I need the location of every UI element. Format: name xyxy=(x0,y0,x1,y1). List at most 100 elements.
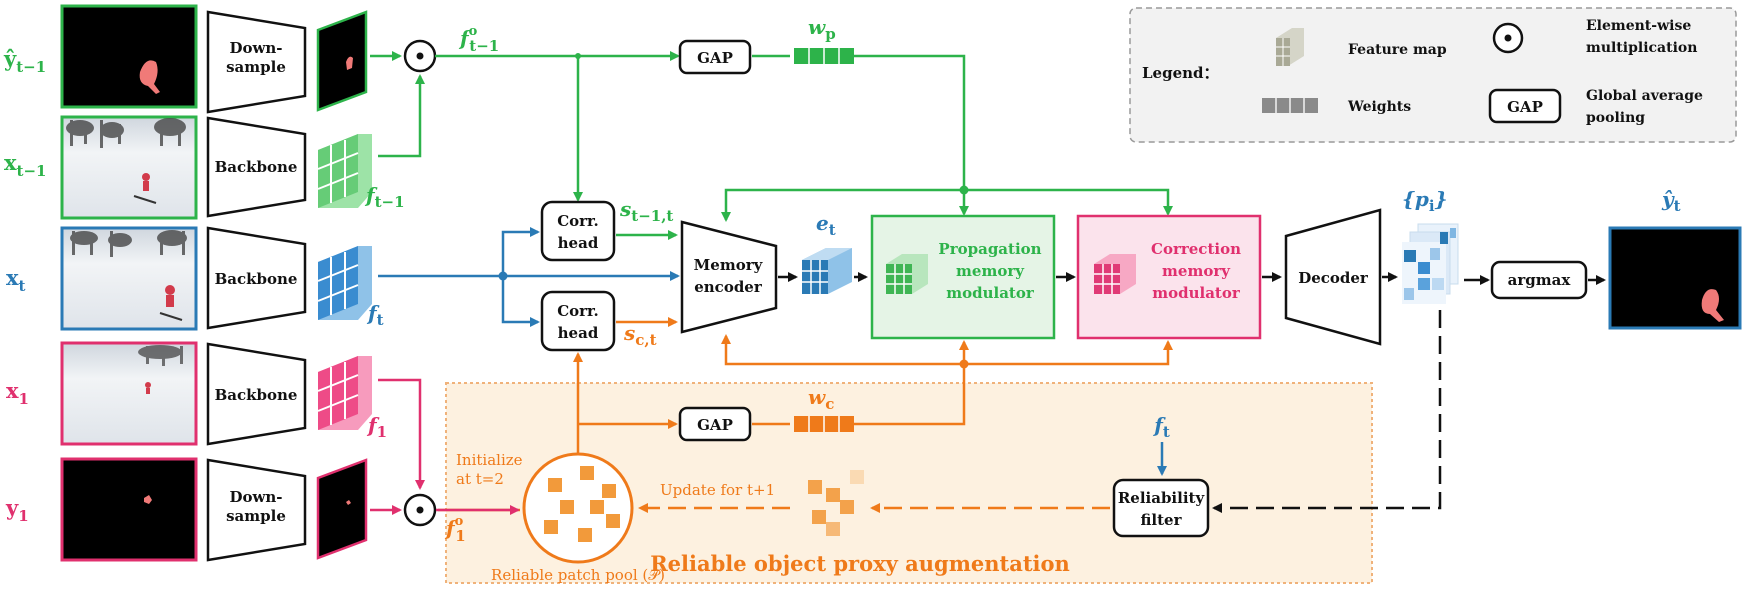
junction-blue xyxy=(498,271,508,281)
svg-text:argmax: argmax xyxy=(1508,271,1572,289)
svg-text:Corr.: Corr. xyxy=(557,302,599,320)
legend-gap-icon: GAP xyxy=(1488,88,1562,124)
pink-paths xyxy=(370,378,520,515)
svg-text:head: head xyxy=(558,234,599,252)
legend-gap-desc-1: Global average xyxy=(1586,88,1703,104)
svg-text:Down-: Down- xyxy=(229,488,282,506)
svg-text:head: head xyxy=(558,324,599,342)
junction-green xyxy=(959,185,969,195)
legend-feature-map-label: Feature map xyxy=(1348,42,1447,58)
text-initialize: Initialize xyxy=(456,451,523,469)
backbone-block-2: Backbone xyxy=(206,226,307,330)
label-x-prev: xt−1 xyxy=(4,150,46,180)
multiply-node-2 xyxy=(403,493,437,527)
label-x-t: xt xyxy=(6,265,26,295)
legend-weights-label: Weights xyxy=(1347,99,1411,115)
sym-y-hat-t: ŷt xyxy=(1661,187,1681,215)
sym-f-t-right: ft xyxy=(1152,413,1170,441)
probability-maps xyxy=(1402,223,1459,304)
gap-block-2: GAP xyxy=(678,406,752,442)
decoder: Decoder xyxy=(1284,208,1382,346)
feature-map-blue xyxy=(317,246,372,320)
svg-text:modulator: modulator xyxy=(1152,284,1241,302)
feature-map-green xyxy=(317,134,372,208)
legend: Legend： Feature map Weights Element-wise… xyxy=(1129,7,1737,143)
feature-map-pink xyxy=(317,356,372,430)
svg-text:Down-: Down- xyxy=(229,39,282,57)
frame-x-t xyxy=(60,226,198,331)
svg-text:encoder: encoder xyxy=(694,278,763,296)
sym-w-p: wp xyxy=(808,15,836,43)
reliable-patch-pool xyxy=(522,452,634,564)
label-x-1: x1 xyxy=(6,378,29,408)
frame-x-1 xyxy=(60,341,198,446)
legend-gap-desc-2: pooling xyxy=(1586,110,1645,126)
svg-text:Decoder: Decoder xyxy=(1298,269,1369,287)
svg-text:Backbone: Backbone xyxy=(215,386,298,404)
argmax-block: argmax xyxy=(1490,260,1588,300)
junction-orange xyxy=(959,359,969,369)
label-y-1: y1 xyxy=(5,495,29,525)
multiply-node-1 xyxy=(403,39,437,73)
selected-patches xyxy=(808,470,864,536)
weights-green xyxy=(794,48,854,64)
sym-s-c: sc,t xyxy=(623,321,657,349)
svg-text:sample: sample xyxy=(226,507,286,525)
svg-text:GAP: GAP xyxy=(697,49,733,67)
junction-green-2 xyxy=(575,53,581,59)
text-pool: Reliable patch pool (𝒫) xyxy=(491,566,665,584)
green-paths xyxy=(370,51,1173,240)
downsample-block-1: Down- sample xyxy=(206,10,307,114)
memory-encoder: Memory encoder xyxy=(680,220,778,334)
backbone-block-3: Backbone xyxy=(206,342,307,446)
downsample-block-2: Down- sample xyxy=(206,458,307,562)
roa-title: Reliable object proxy augmentation xyxy=(650,551,1070,576)
frame-y-1 xyxy=(60,457,198,562)
mask-small-2 xyxy=(316,458,368,560)
sym-s-prev: st−1,t xyxy=(619,197,673,225)
svg-text:Corr.: Corr. xyxy=(557,212,599,230)
svg-text:Correction: Correction xyxy=(1151,240,1241,258)
svg-text:Backbone: Backbone xyxy=(215,270,298,288)
arrow-p-filter xyxy=(1212,310,1442,513)
svg-text:GAP: GAP xyxy=(1507,98,1543,116)
blue-paths xyxy=(378,227,680,327)
svg-text:memory: memory xyxy=(1162,262,1231,280)
backbone-block-1: Backbone xyxy=(206,116,307,218)
text-update: Update for t+1 xyxy=(660,481,775,499)
sym-f-t: ft xyxy=(366,301,384,329)
legend-multiply-icon xyxy=(1492,22,1524,54)
corr-head-2: Corr. head xyxy=(540,290,616,352)
legend-weights-icon xyxy=(1262,98,1318,113)
svg-text:GAP: GAP xyxy=(697,416,733,434)
svg-text:filter: filter xyxy=(1141,511,1183,529)
frame-x-prev xyxy=(60,115,198,220)
reliability-filter: Reliability filter xyxy=(1112,478,1210,538)
mask-small-1 xyxy=(316,10,368,112)
sym-f-1: f1 xyxy=(366,413,387,441)
sym-e-t: et xyxy=(816,211,836,239)
corr-head-1: Corr. head xyxy=(540,200,616,262)
correction-memory-modulator: Correction memory modulator xyxy=(1076,214,1262,340)
svg-text:Backbone: Backbone xyxy=(215,158,298,176)
svg-text:modulator: modulator xyxy=(946,284,1035,302)
legend-elementwise-1: Element-wise xyxy=(1586,18,1691,34)
svg-text:Propagation: Propagation xyxy=(938,240,1041,258)
svg-text:Memory: Memory xyxy=(694,256,764,274)
embedding-cube xyxy=(802,248,852,294)
gap-block-1: GAP xyxy=(678,39,752,75)
propagation-memory-modulator: Propagation memory modulator xyxy=(870,214,1056,340)
svg-text:sample: sample xyxy=(226,58,286,76)
svg-text:memory: memory xyxy=(956,262,1025,280)
label-y-prev: ŷt−1 xyxy=(3,46,46,76)
legend-title: Legend： xyxy=(1142,64,1219,82)
legend-feature-map-icon xyxy=(1276,28,1304,66)
frame-y-hat-t xyxy=(1608,226,1742,330)
sym-f-prev: ft−1 xyxy=(364,183,405,211)
sym-p-i: {pi} xyxy=(1402,187,1447,215)
sym-w-c: wc xyxy=(808,385,834,413)
text-at-t2: at t=2 xyxy=(456,470,504,488)
